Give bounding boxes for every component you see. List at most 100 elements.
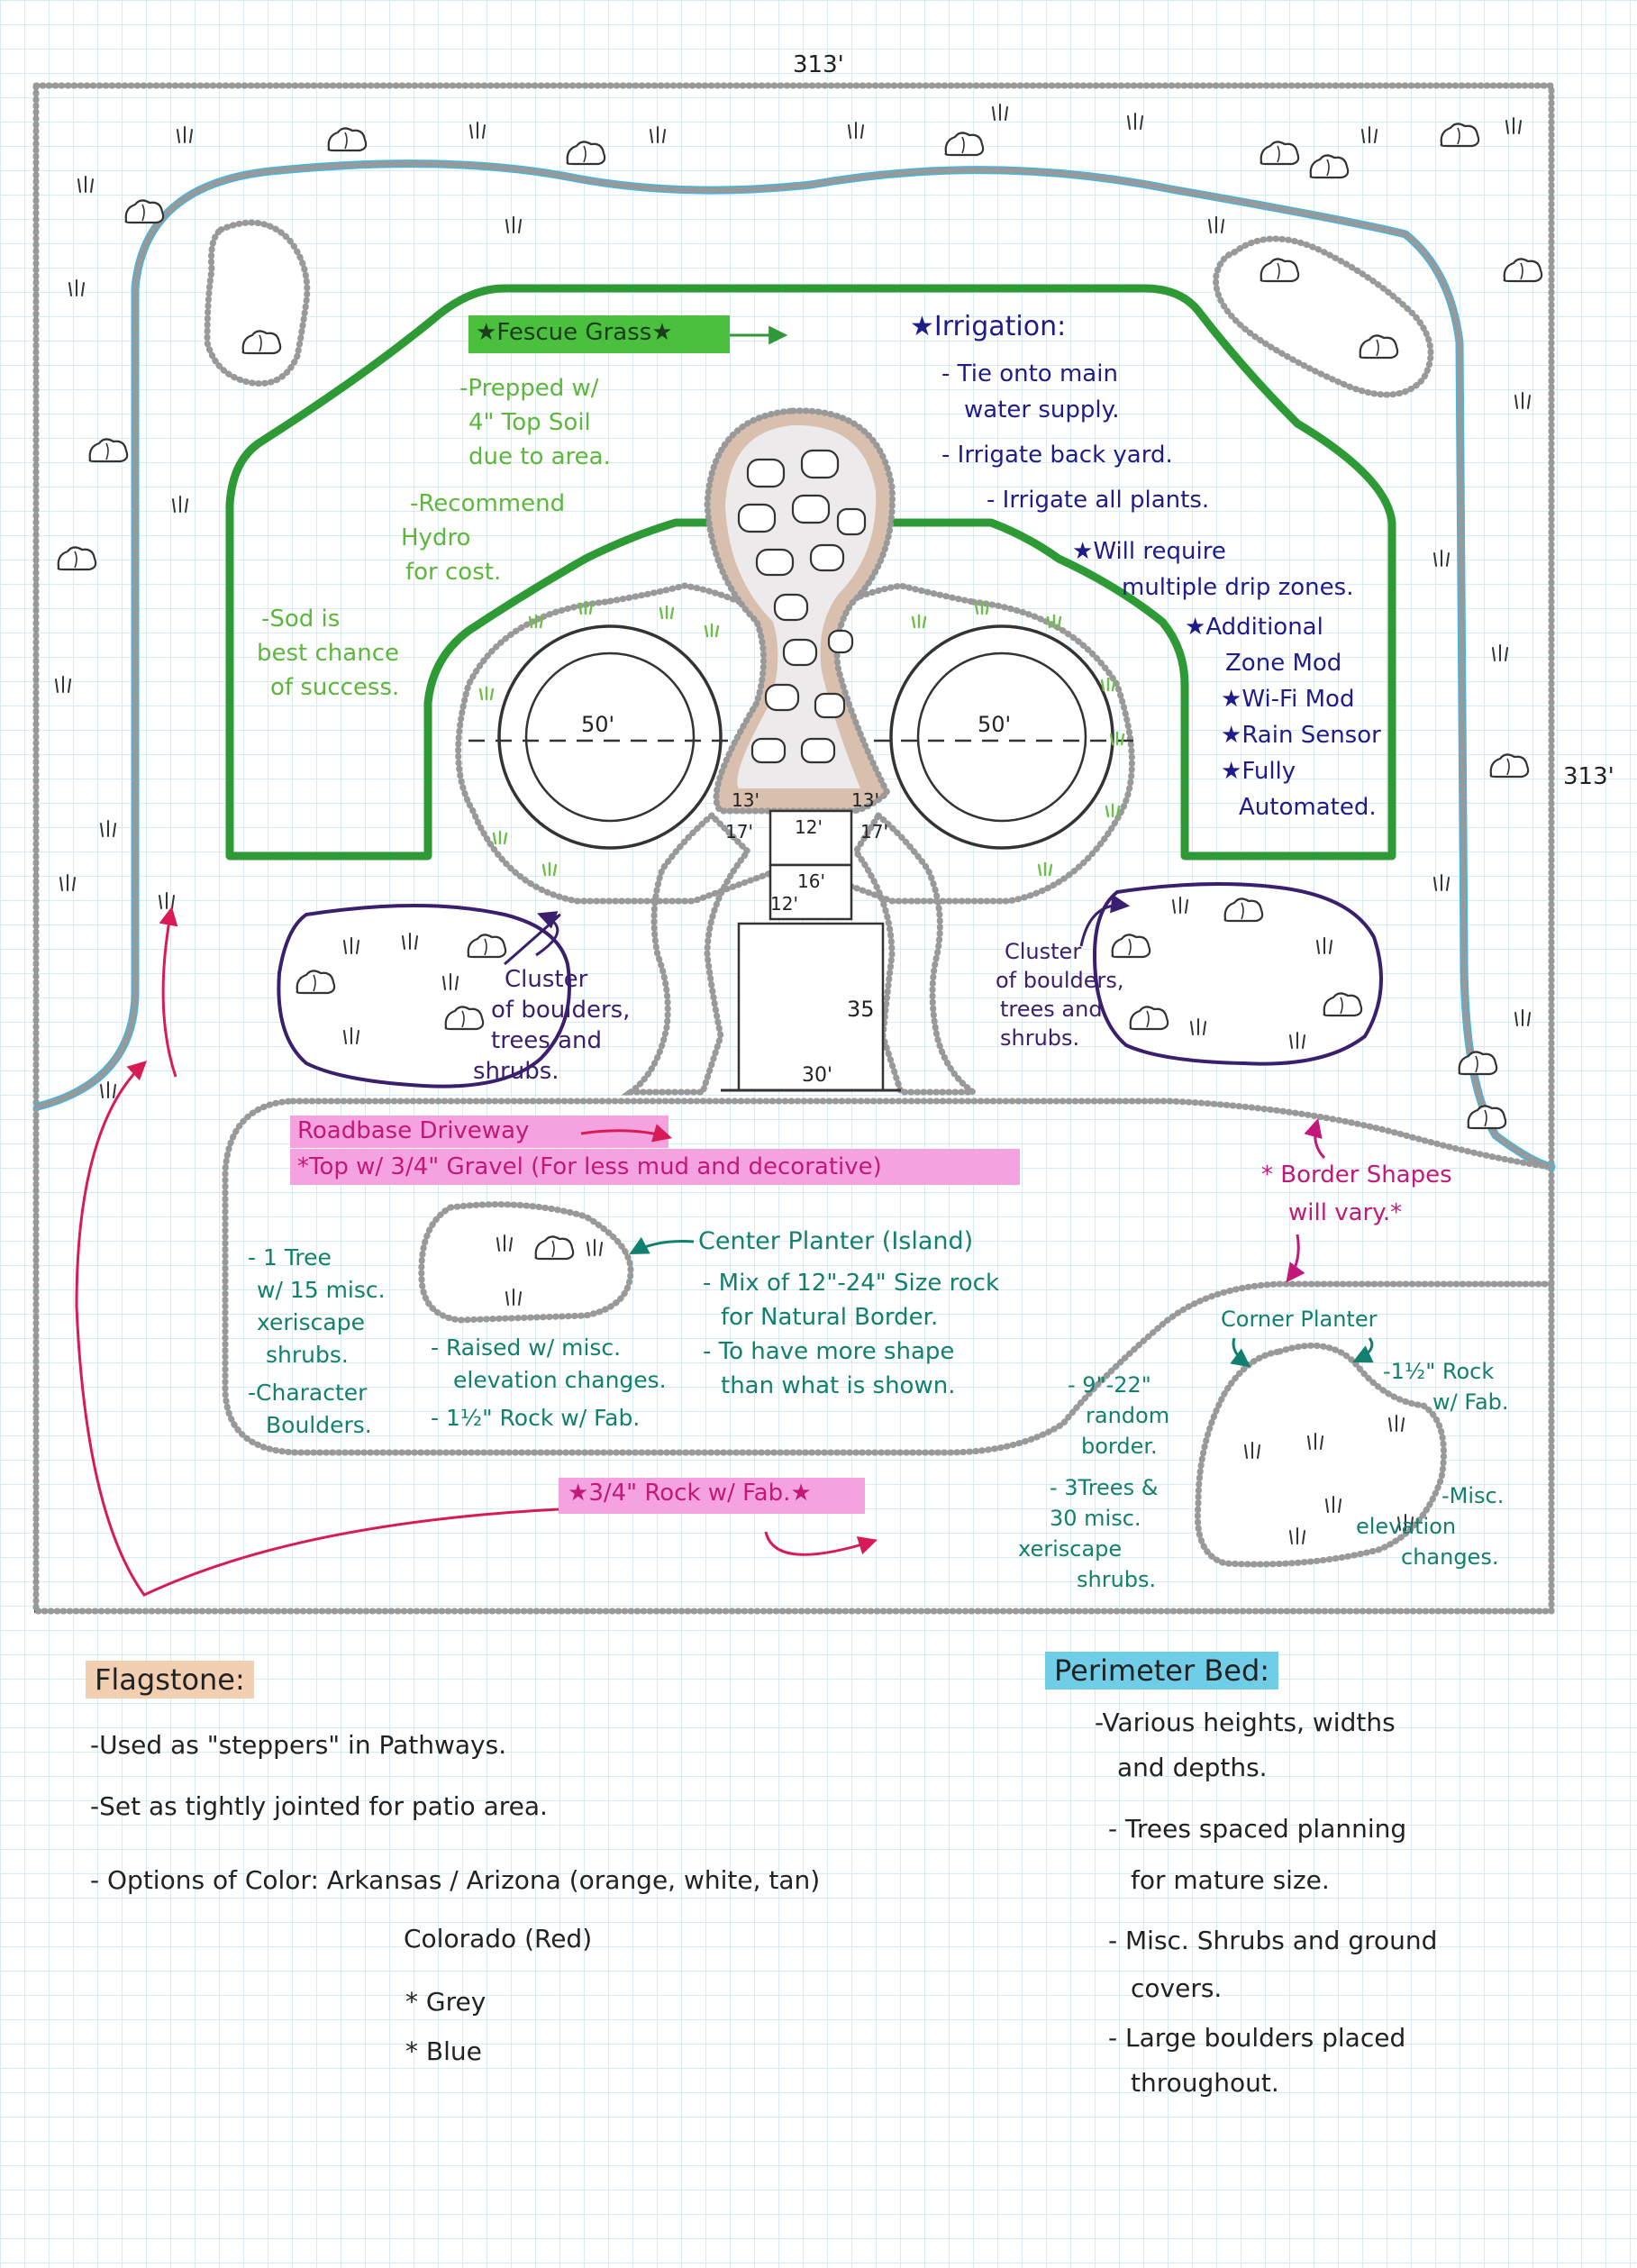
rock-fab-label: ★3/4" Rock w/ Fab.★ (568, 1480, 812, 1507)
perimeter-line: covers. (1131, 1973, 1223, 2003)
corner-left-note: - 3Trees & (1050, 1475, 1159, 1500)
perimeter-line: - Trees spaced planning (1108, 1814, 1407, 1844)
corner-right-note: -1½" Rock (1383, 1359, 1495, 1384)
perimeter-title: Perimeter Bed: (1045, 1652, 1279, 1690)
flagstone-line: -Set as tightly jointed for patio area. (90, 1791, 548, 1821)
island-left-note: w/ 15 misc. (257, 1277, 386, 1303)
dim-30: 30' (802, 1064, 832, 1087)
rock-fab-highlight (559, 1478, 865, 1514)
fescue-note: -Prepped w/ (459, 375, 599, 402)
island-mid-notes: - Raised w/ misc. elevation changes. - 1… (431, 1332, 667, 1431)
cluster-right-arrow (1079, 894, 1131, 947)
irrigation-note: ★Rain Sensor (1221, 722, 1381, 749)
fescue-notes-2: -Recommend Hydro for cost. (401, 487, 566, 589)
cluster-left-line: Cluster (505, 966, 588, 993)
driveway-note-highlight (290, 1149, 1020, 1185)
island-notes: - Mix of 12"-24" Size rock for Natural B… (703, 1266, 999, 1403)
rock-fab-arrow-top (159, 906, 178, 1078)
island-mid-note: elevation changes. (453, 1367, 667, 1393)
corner-title: Corner Planter (1221, 1307, 1378, 1332)
border-note-line: * Border Shapes (1261, 1161, 1452, 1189)
irrigation-title: ★Irrigation: (910, 311, 1067, 342)
irrigation-note: ★Additional (1185, 614, 1323, 641)
irrigation-note: Automated. (1239, 794, 1377, 821)
border-note: * Border Shapes will vary.* (1261, 1156, 1452, 1232)
corner-left-note: - 9"-22" (1068, 1372, 1151, 1398)
dimension-top: 313' (793, 51, 844, 78)
irrigation-note: ★Will require (1072, 538, 1226, 565)
island-left-note: shrubs. (266, 1342, 349, 1368)
dim-35: 35 (847, 997, 875, 1022)
cluster-left-arrow (504, 915, 561, 966)
island-arrow (629, 1236, 695, 1254)
perimeter-line: and depths. (1117, 1753, 1268, 1782)
fescue-highlight (468, 315, 730, 353)
driveway-note: *Top w/ 3/4" Gravel (For less mud and de… (297, 1153, 882, 1180)
driveway-boundary (222, 1098, 1555, 1456)
corner-left-note: 30 misc. (1050, 1506, 1141, 1531)
corner-right-note: w/ Fab. (1432, 1389, 1509, 1415)
fescue-note: Hydro (401, 524, 471, 551)
corner-arrow-left (1230, 1337, 1251, 1368)
irrigation-note: - Irrigate back yard. (941, 442, 1173, 469)
flagstone-line: -Used as "steppers" in Pathways. (90, 1730, 507, 1760)
irrigation-note-text: Will require (1093, 538, 1226, 565)
fescue-note: for cost. (405, 559, 502, 586)
irrigation-note: ★Wi-Fi Mod (1221, 686, 1355, 713)
perimeter-line: for mature size. (1131, 1865, 1330, 1895)
fescue-title: ★Fescue Grass★ (476, 319, 673, 346)
corner-right-notes: -1½" Rock w/ Fab. -Misc. elevation chang… (1356, 1356, 1509, 1570)
corner-right-note: elevation (1356, 1514, 1457, 1539)
fescue-note: 4" Top Soil (468, 409, 591, 436)
flagstone-title-text: Flagstone: (86, 1661, 254, 1699)
cluster-right-line: of boulders, (996, 968, 1124, 993)
fescue-note: -Sod is (261, 606, 341, 633)
perimeter-line: throughout. (1131, 2068, 1279, 2098)
border-arrow-up (1304, 1117, 1326, 1160)
irrigation-note-text: Fully (1241, 758, 1296, 785)
island-mid-note: - Raised w/ misc. (431, 1334, 622, 1361)
island-note: - Mix of 12"-24" Size rock (703, 1270, 1000, 1297)
island-left-notes: - 1 Tree w/ 15 misc. xeriscape shrubs. -… (248, 1242, 386, 1438)
dim-circle-right: 50' (978, 712, 1011, 737)
cluster-left-label: Cluster of boulders, trees and shrubs. (473, 964, 631, 1087)
perimeter-line: -Various heights, widths (1095, 1708, 1396, 1737)
dim-16: 16' (797, 870, 825, 892)
rock-fab-arrow-right (764, 1531, 878, 1556)
fescue-note: -Recommend (410, 490, 566, 517)
irrigation-notes: - Tie onto main water supply. - Irrigate… (941, 356, 1209, 514)
flagstone-line: Colorado (Red) (404, 1924, 593, 1954)
border-note-line: will vary.* (1288, 1199, 1403, 1226)
dim-13-left: 13' (732, 789, 759, 811)
irrigation-note: - Irrigate all plants. (987, 487, 1210, 514)
dim-circle-left: 50' (581, 712, 614, 737)
perimeter-line: - Misc. Shrubs and ground (1108, 1926, 1438, 1955)
upper-left-planter (204, 219, 311, 387)
island-left-note: xeriscape (257, 1309, 365, 1335)
perimeter-bed-gravel (34, 160, 1555, 1170)
island-left-note: Boulders. (266, 1412, 372, 1438)
fescue-notes: -Prepped w/ 4" Top Soil due to area. (459, 371, 611, 474)
perimeter-title-text: Perimeter Bed: (1045, 1652, 1279, 1690)
flagstone-line: - Options of Color: Arkansas / Arizona (… (90, 1865, 821, 1895)
irrigation-note-text: Rain Sensor (1241, 722, 1381, 749)
irrigation-notes-2: ★Will require multiple drip zones. (1072, 533, 1353, 606)
cluster-left-line: shrubs. (473, 1058, 559, 1085)
center-planter-island (418, 1201, 634, 1324)
corner-right-note: -Misc. (1441, 1483, 1505, 1508)
cluster-right-line: trees and (1000, 997, 1103, 1022)
fescue-note: of success. (270, 674, 400, 701)
flagstone-stones (737, 449, 867, 764)
dim-13-right: 13' (851, 789, 879, 811)
cluster-right-line: Cluster (1005, 939, 1082, 964)
cluster-right-label: Cluster of boulders, trees and shrubs. (996, 937, 1124, 1052)
irrigation-note: Zone Mod (1225, 650, 1342, 677)
irrigation-note: - Tie onto main (941, 360, 1118, 387)
dimension-right: 313' (1563, 763, 1614, 790)
island-note: than what is shown. (721, 1372, 956, 1399)
corner-left-note: shrubs. (1077, 1567, 1157, 1592)
cluster-left-line: of boulders, (491, 997, 631, 1024)
rock-fab-text: 3/4" Rock w/ Fab. (588, 1480, 791, 1507)
corner-left-note: random (1086, 1403, 1170, 1428)
